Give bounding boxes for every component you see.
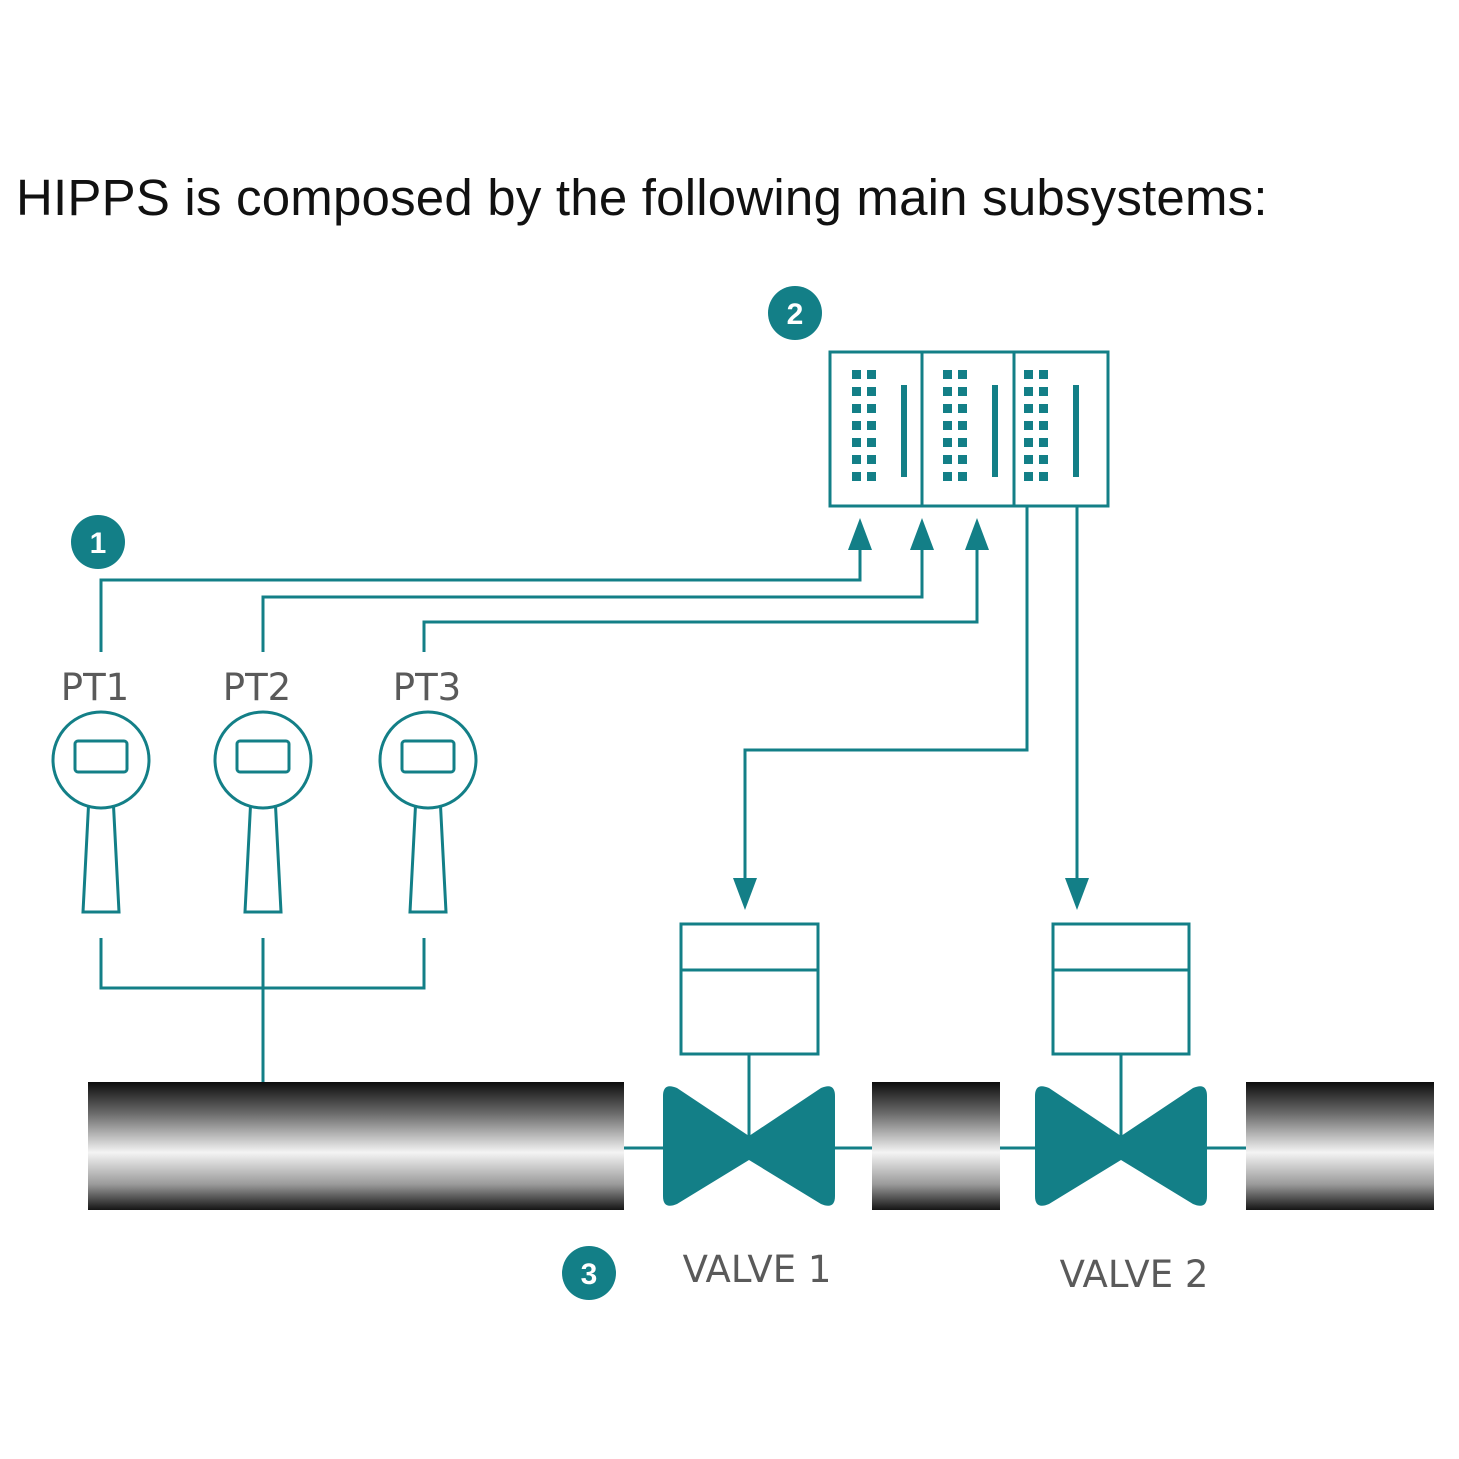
module-indicator (852, 421, 861, 430)
svg-text:3: 3 (581, 1258, 598, 1291)
valve-1-body-icon (663, 1086, 835, 1206)
module-indicator (1039, 455, 1048, 464)
module-indicator (943, 438, 952, 447)
badge-final-elements: 3 (562, 1246, 616, 1300)
module-indicator (1024, 455, 1033, 464)
arrow-down-icon (733, 878, 757, 910)
pressure-transmitter-icon (51, 710, 151, 914)
module-indicator (943, 455, 952, 464)
module-indicator (867, 404, 876, 413)
arrow-up-icon (910, 518, 934, 550)
logic-solver-cabinet (828, 350, 1110, 508)
pipeline (88, 1082, 1434, 1210)
module-indicator (943, 404, 952, 413)
module-indicator (943, 387, 952, 396)
pressure-transmitter-icon (213, 710, 313, 914)
module-bar (901, 385, 907, 477)
pressure-transmitter-icon (378, 710, 478, 914)
valve-2-body-icon (1035, 1086, 1207, 1206)
module-bar (992, 385, 998, 477)
module-indicator (852, 438, 861, 447)
module-indicator (852, 387, 861, 396)
module-indicator (867, 472, 876, 481)
valve-label-2: VALVE 2 (1060, 1253, 1209, 1296)
module-indicator (852, 472, 861, 481)
module-indicator (958, 438, 967, 447)
arrow-down-icon (1065, 878, 1089, 910)
module-indicator (958, 472, 967, 481)
module-bar (1073, 385, 1079, 477)
module-indicator (1024, 387, 1033, 396)
module-indicator (958, 421, 967, 430)
module-indicator (1024, 472, 1033, 481)
signal-lines (99, 506, 1079, 882)
module-indicator (1024, 404, 1033, 413)
module-indicator (958, 370, 967, 379)
module-indicator (1024, 421, 1033, 430)
module-indicator (1024, 370, 1033, 379)
module-indicator (867, 370, 876, 379)
module-indicator (943, 370, 952, 379)
transmitter-label-pt2: PT2 (223, 666, 291, 709)
module-indicator (1039, 404, 1048, 413)
module-indicator (943, 472, 952, 481)
transmitter-label-pt1: PT1 (61, 666, 129, 709)
module-indicator (1039, 421, 1048, 430)
module-indicator (852, 370, 861, 379)
module-indicator (852, 404, 861, 413)
module-indicator (1039, 387, 1048, 396)
module-indicator (867, 455, 876, 464)
transmitter-label-pt3: PT3 (393, 666, 461, 709)
impulse-lines (99, 938, 426, 1083)
arrow-up-icon (848, 518, 872, 550)
badge-logic-solver: 2 (768, 286, 822, 340)
module-indicator (852, 455, 861, 464)
valve-1-actuator (679, 922, 820, 1148)
valve-2-actuator (1051, 922, 1191, 1148)
module-indicator (958, 404, 967, 413)
module-indicator (1039, 472, 1048, 481)
valve-label-1: VALVE 1 (683, 1248, 832, 1291)
heading: HIPPS is composed by the following main … (16, 169, 1268, 226)
module-indicator (867, 421, 876, 430)
module-indicator (867, 438, 876, 447)
svg-text:1: 1 (90, 527, 107, 560)
module-indicator (867, 387, 876, 396)
module-indicator (1024, 438, 1033, 447)
arrow-up-icon (965, 518, 989, 550)
svg-text:2: 2 (787, 298, 804, 331)
signal-arrows (733, 518, 1089, 910)
module-indicator (1039, 370, 1048, 379)
module-indicator (1039, 438, 1048, 447)
module-indicator (943, 421, 952, 430)
badge-transmitters: 1 (71, 515, 125, 569)
module-indicator (958, 387, 967, 396)
module-indicator (958, 455, 967, 464)
logic-solver-modules (852, 370, 1079, 481)
